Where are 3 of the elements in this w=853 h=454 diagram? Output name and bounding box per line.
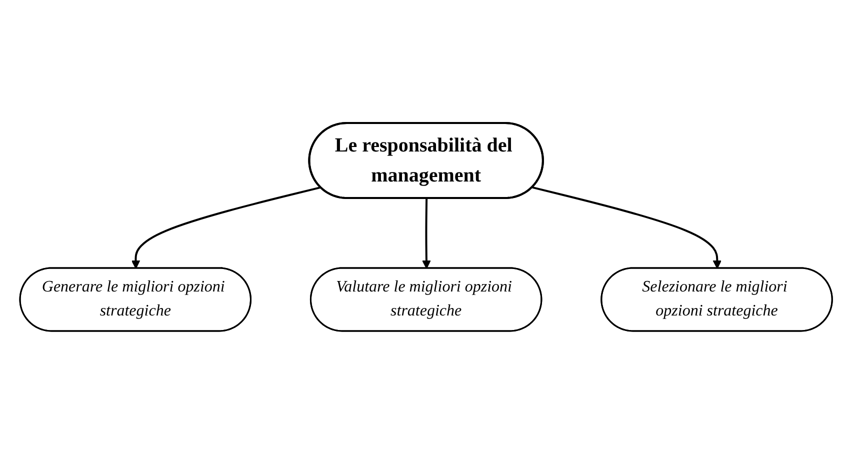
arrow — [422, 198, 432, 269]
arrow — [132, 186, 322, 269]
arrow — [532, 186, 722, 269]
